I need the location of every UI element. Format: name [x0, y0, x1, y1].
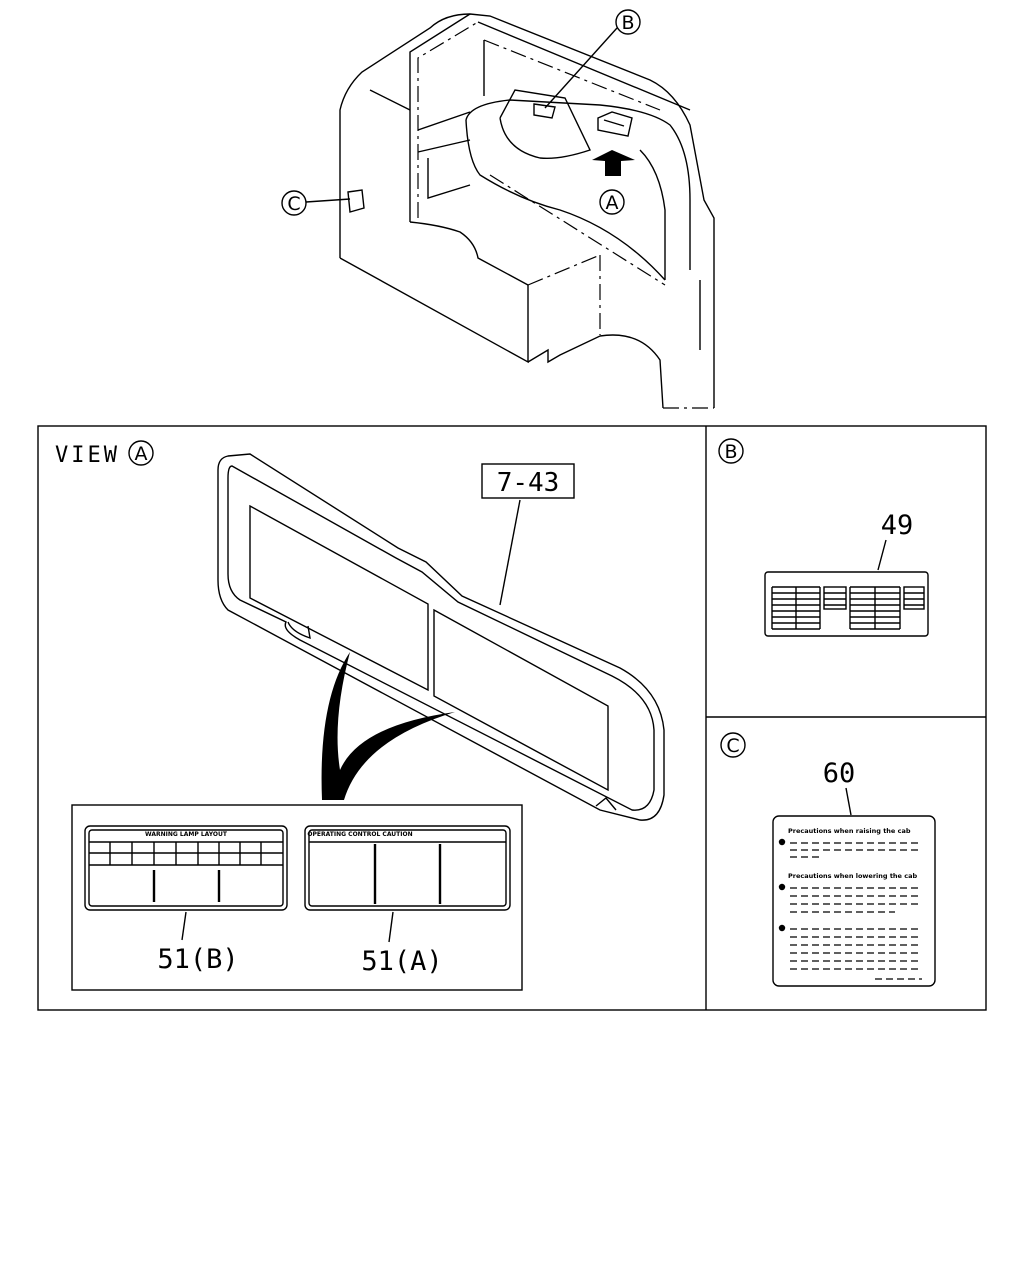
label-51b: WARNING LAMP LAYOUT 51(B) — [84, 825, 288, 975]
ref-text: 7-43 — [497, 468, 560, 498]
label-60-line-2: Precautions when lowering the cab — [788, 872, 917, 880]
label-51b-part: 51(B) — [157, 944, 238, 975]
svg-text:C: C — [287, 193, 300, 215]
swoop-arrow-icon — [321, 652, 455, 800]
svg-text:B: B — [621, 12, 634, 34]
label-detail-box — [71, 804, 523, 991]
panel-c: C 60 Precautions when raising the cab Pr… — [720, 732, 936, 987]
view-a-panel: VIEW A 7-43 WARNING LAMP LAYOUT — [55, 440, 665, 991]
label-51a: OPERATING CONTROL CAUTION 51(A) — [304, 825, 511, 977]
view-title: VIEW — [55, 443, 120, 468]
label-60: Precautions when raising the cab Precaut… — [772, 815, 936, 987]
svg-text:C: C — [726, 735, 739, 757]
label-51a-heading: OPERATING CONTROL CAUTION — [307, 831, 412, 838]
detail-frame — [37, 425, 987, 1011]
svg-text:A: A — [135, 443, 148, 465]
callout-a: A — [599, 189, 625, 215]
panel-c-part: 60 — [823, 758, 856, 789]
cab-drawing — [339, 13, 715, 409]
ref-box — [481, 463, 575, 499]
svg-text:A: A — [606, 192, 619, 214]
label-49 — [764, 571, 929, 637]
label-60-line-1: Precautions when raising the cab — [788, 827, 911, 835]
callout-b: B — [544, 9, 641, 109]
callout-c: C — [281, 190, 351, 216]
panel-b: B 49 — [718, 438, 929, 637]
view-arrow-icon — [592, 150, 635, 176]
svg-text:B: B — [724, 441, 737, 463]
sun-visor — [217, 453, 665, 821]
panel-b-part: 49 — [881, 510, 914, 541]
label-51b-heading: WARNING LAMP LAYOUT — [145, 831, 228, 838]
label-51a-part: 51(A) — [361, 946, 442, 977]
